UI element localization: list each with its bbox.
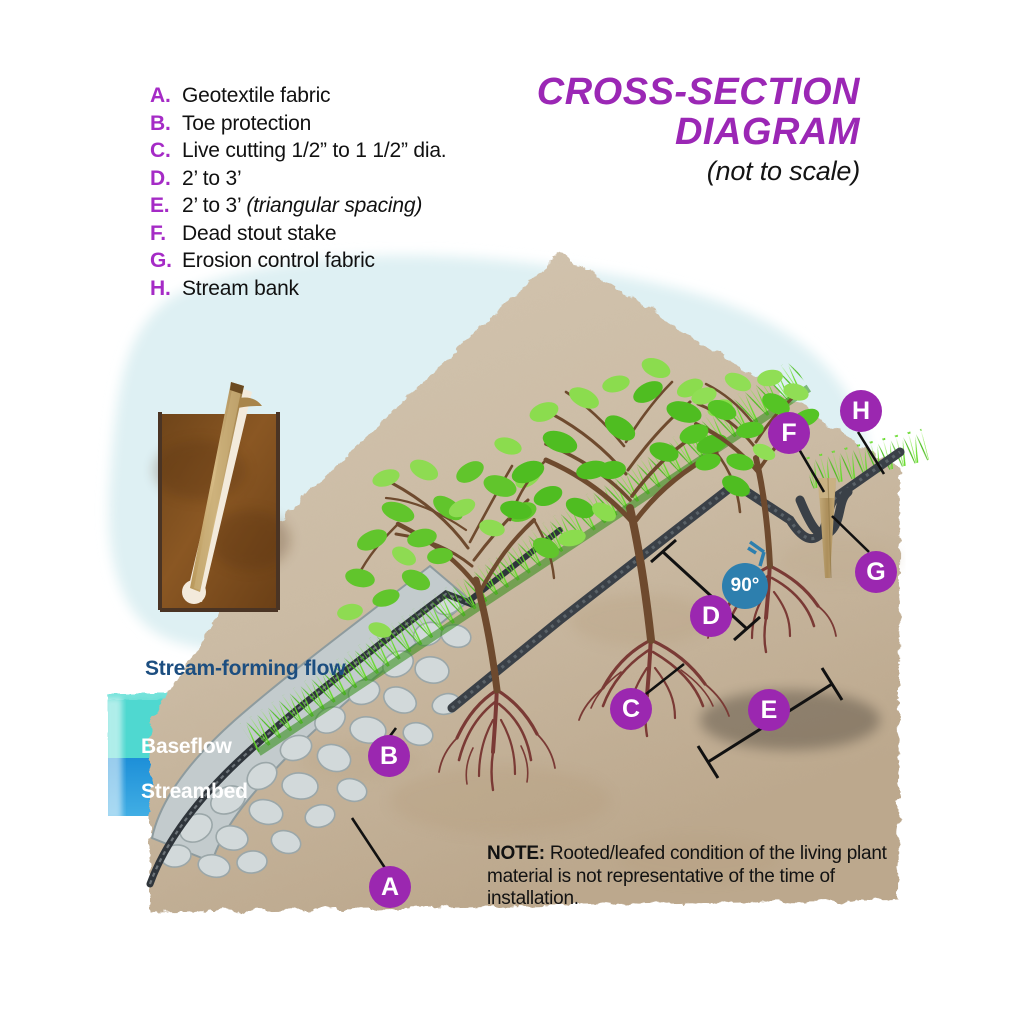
legend-letter-c: C. — [150, 139, 171, 162]
legend-label-b: Toe protection — [182, 111, 312, 135]
inset-live-cutting-photo — [154, 382, 290, 612]
legend-label-f: Dead stout stake — [182, 221, 337, 245]
marker-c[interactable]: C — [610, 688, 652, 730]
shrub-middle — [494, 357, 750, 644]
angle-badge-90: 90° — [722, 563, 768, 609]
legend-letter-g: G. — [150, 249, 172, 272]
legend-letter-h: H. — [150, 276, 171, 300]
legend-item-c: C. Live cutting 1/2” to 1 1/2” dia. — [150, 139, 570, 163]
marker-f[interactable]: F — [768, 412, 810, 454]
legend-letter-b: B. — [150, 111, 171, 135]
marker-h[interactable]: H — [840, 390, 882, 432]
legend-list: A. Geotextile fabric B. Toe protection C… — [150, 84, 570, 304]
legend-item-d: D. 2’ to 3’ — [150, 167, 570, 191]
legend-item-b: B. Toe protection — [150, 112, 570, 136]
label-streambed: Streambed — [141, 780, 248, 803]
leader-lines — [350, 431, 886, 869]
label-baseflow: Baseflow — [141, 735, 232, 758]
title-line-2: DIAGRAM — [674, 111, 860, 153]
marker-e[interactable]: E — [748, 689, 790, 731]
dead-stout-stake — [818, 477, 836, 579]
legend-label-d: 2’ to 3’ — [182, 166, 242, 190]
title-subtitle: (not to scale) — [706, 156, 860, 186]
dimension-line-d — [650, 538, 761, 642]
legend-item-h: H. Stream bank — [150, 277, 570, 301]
leader-g — [831, 515, 870, 553]
legend-label-c: Live cutting 1/2” to 1 1/2” dia. — [182, 139, 447, 162]
leader-a — [350, 817, 387, 869]
legend-label-h: Stream bank — [182, 276, 299, 300]
legend-label-e: 2’ to 3’ (triangular spacing) — [182, 194, 423, 217]
legend-label-g: Erosion control fabric — [182, 249, 375, 272]
marker-a[interactable]: A — [369, 866, 411, 908]
legend-label-a: Geotextile fabric — [182, 84, 331, 107]
right-angle-tick — [747, 540, 766, 567]
legend-letter-f: F. — [150, 221, 166, 245]
legend-item-g: G. Erosion control fabric — [150, 249, 570, 273]
legend-letter-d: D. — [150, 166, 171, 190]
title-line-1: CROSS-SECTION — [536, 71, 860, 113]
marker-g[interactable]: G — [855, 551, 897, 593]
leader-h — [856, 431, 886, 475]
live-cutting-shrubs — [337, 357, 820, 694]
note-text: Rooted/leafed condition of the living pl… — [487, 843, 887, 909]
legend-item-f: F. Dead stout stake — [150, 222, 570, 246]
note-block: NOTE: Rooted/leafed condition of the liv… — [487, 843, 887, 911]
note-prefix: NOTE: — [487, 843, 545, 864]
diagram-title-block: CROSS-SECTION DIAGRAM (not to scale) — [430, 72, 860, 187]
label-stream-forming-flow: Stream-forming flow — [145, 657, 346, 680]
marker-b[interactable]: B — [368, 735, 410, 777]
legend-item-e: E. 2’ to 3’ (triangular spacing) — [150, 194, 570, 218]
leader-c — [645, 662, 685, 696]
legend-item-a: A. Geotextile fabric — [150, 84, 570, 108]
marker-d[interactable]: D — [690, 595, 732, 637]
legend-letter-e: E. — [150, 194, 170, 217]
legend-letter-a: A. — [150, 84, 171, 107]
